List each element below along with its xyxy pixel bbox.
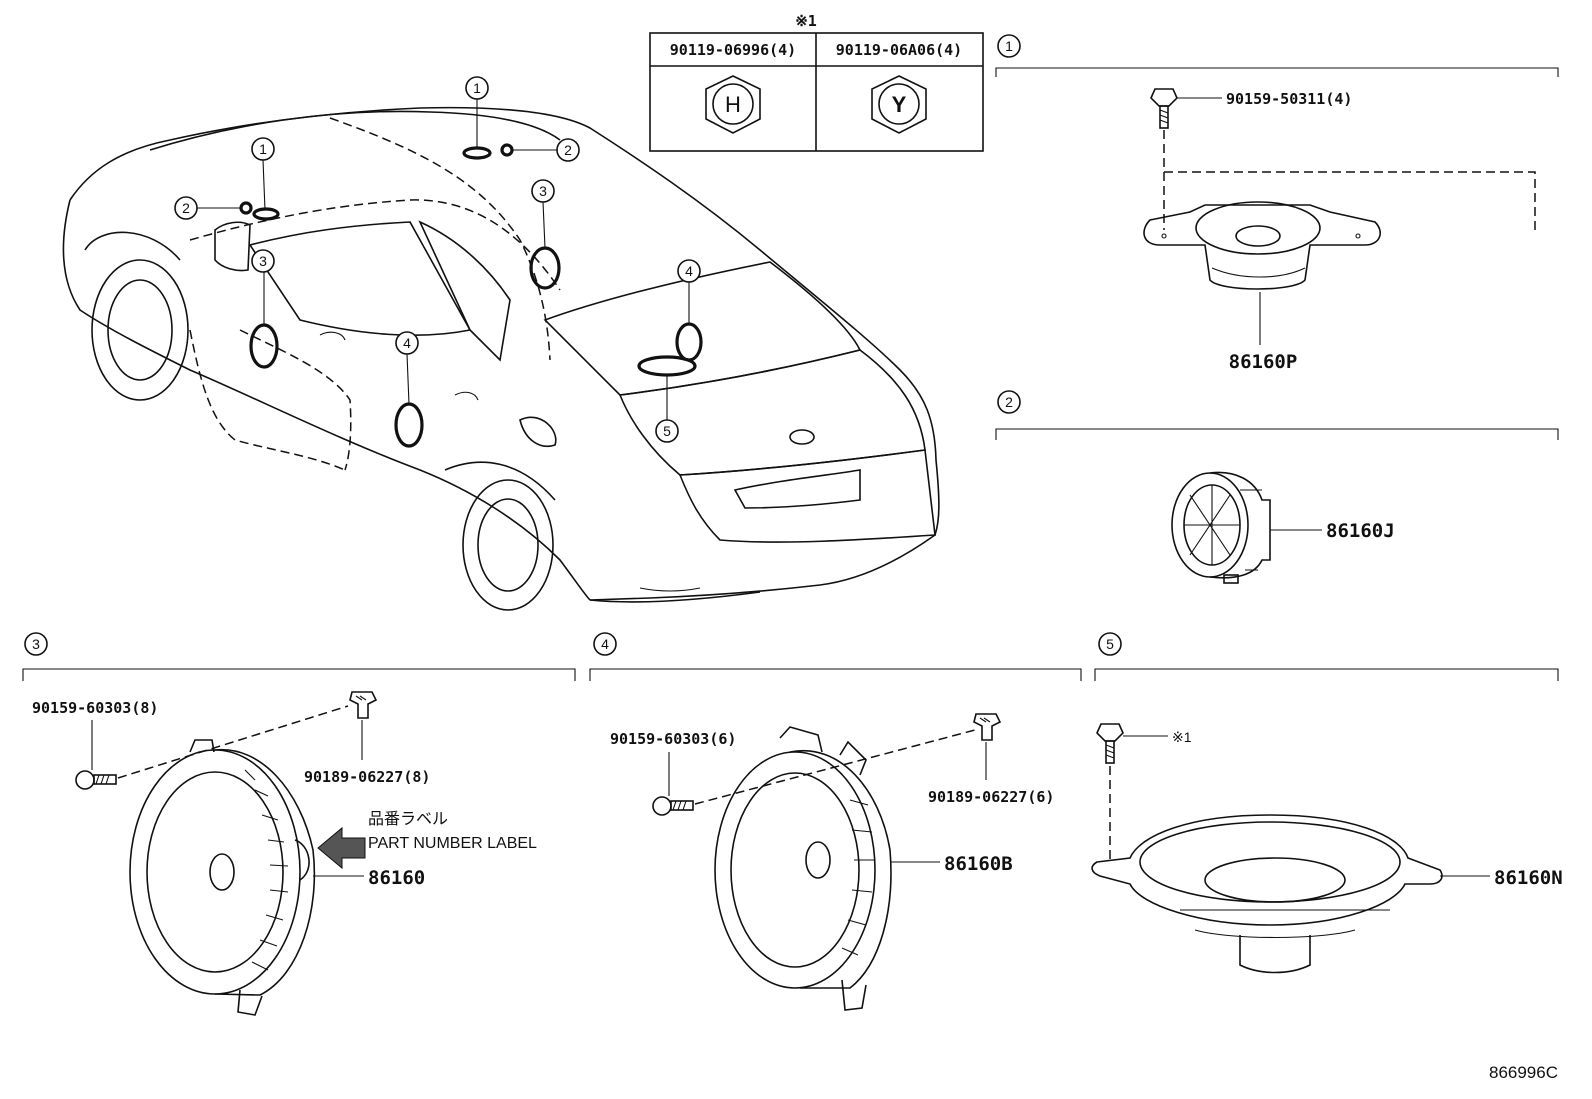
callout-5: 5 (655, 419, 679, 443)
section-number: 4 (601, 636, 609, 652)
callout-2-top: 2 (556, 138, 580, 162)
callout-1-top: 1 (465, 76, 489, 100)
clip-icon (349, 691, 378, 719)
table-note-symbol: ※1 (795, 12, 817, 30)
tweeter-icon (1171, 471, 1271, 584)
nut-glyph-y: Y (892, 92, 907, 117)
speaker-part-number: 86160N (1494, 867, 1563, 889)
clip-part-number: 90189-06227(6) (928, 788, 1054, 806)
clip-part-number: 90189-06227(8) (304, 768, 430, 786)
section-number: 1 (1005, 38, 1013, 54)
door-speaker-icon (714, 726, 892, 1011)
callout-number: 3 (539, 183, 547, 199)
section-3: 3 90159-60303(8) 90189-06227(8) (22, 632, 576, 1016)
callout-number: 4 (685, 263, 693, 279)
arrow-icon (317, 826, 366, 870)
screw-part-number: 90159-60303(6) (610, 730, 736, 748)
callout-number: 5 (663, 423, 671, 439)
callout-number: 2 (182, 200, 190, 216)
screw-part-number: 90159-50311(4) (1226, 90, 1352, 108)
door-speaker-icon (129, 739, 316, 1016)
callout-4-left: 4 (395, 331, 419, 355)
screw-icon (75, 770, 117, 790)
callout-1-left: 1 (251, 137, 275, 161)
screw-icon (1096, 723, 1124, 764)
section-number: 3 (32, 636, 40, 652)
speaker-part-number: 86160P (1229, 351, 1298, 373)
car-illustration (62, 98, 940, 611)
callout-number: 4 (403, 335, 411, 351)
note-reference: ※1 (1172, 729, 1192, 745)
screw-part-number: 90159-60303(8) (32, 699, 158, 717)
diagram-code: 866996C (1489, 1063, 1558, 1082)
speaker-part-number: 86160 (368, 867, 425, 889)
speaker-part-number: 86160B (944, 853, 1013, 875)
section-2: 2 86160J (995, 390, 1559, 584)
section-4: 4 90159-60303(6) 90189-06227(6) 86160B (589, 632, 1082, 1011)
tweeter-speaker-icon (1143, 201, 1381, 290)
section-1: 1 90159-50311(4) 86160P (995, 34, 1559, 373)
nut-part-number-y: 90119-06A06(4) (836, 41, 962, 59)
callout-number: 1 (259, 141, 267, 157)
callout-4-right: 4 (677, 259, 701, 283)
section-number: 5 (1106, 636, 1114, 652)
section-5: 5 ※1 86160N (1091, 632, 1563, 974)
callout-number: 2 (564, 142, 572, 158)
screw-icon (652, 796, 694, 816)
callout-number: 1 (473, 80, 481, 96)
callout-number: 3 (259, 253, 267, 269)
clip-icon (973, 713, 1002, 741)
rear-speaker-icon (1091, 814, 1443, 974)
nut-table: ※1 90119-06996(4) 90119-06A06(4) H Y (649, 12, 984, 152)
nut-part-number-h: 90119-06996(4) (670, 41, 796, 59)
part-number-label-en: PART NUMBER LABEL (368, 835, 537, 852)
nut-glyph-h: H (725, 92, 741, 117)
part-number-label-jp: 品番ラベル (368, 810, 448, 828)
callout-2-left: 2 (174, 196, 198, 220)
screw-icon (1150, 88, 1178, 129)
section-number: 2 (1005, 394, 1013, 410)
callout-3-left: 3 (251, 249, 275, 273)
speaker-part-number: 86160J (1326, 520, 1395, 542)
callout-3-right: 3 (531, 179, 555, 203)
